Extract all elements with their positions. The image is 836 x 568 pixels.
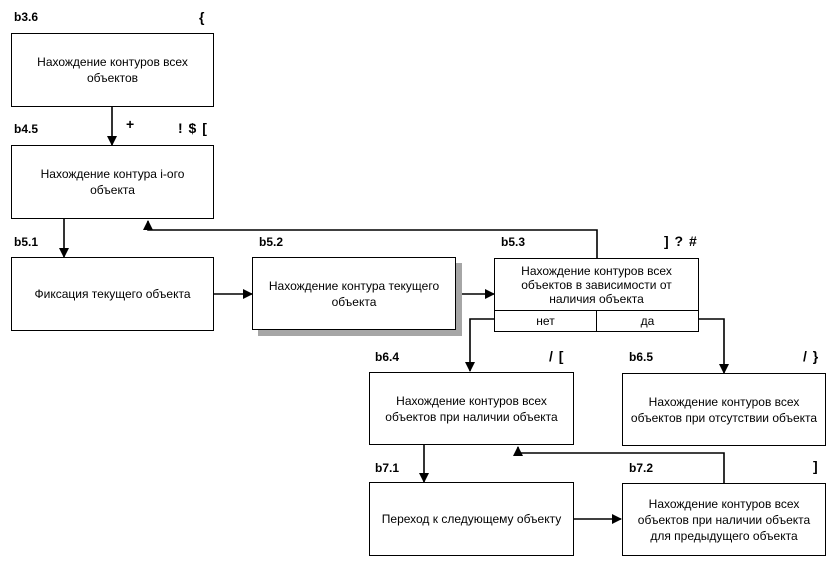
block-symbols-b45: ! $ [: [178, 120, 208, 136]
block-text-b71: Переход к следующему объекту: [381, 512, 562, 526]
decision-block-b53: Нахождение контуров всех объектов в зави…: [494, 258, 699, 332]
block-text-b72: Нахождение контуров всех объектов при на…: [637, 496, 811, 543]
block-b71: Переход к следующему объекту: [369, 482, 574, 556]
block-b36: Нахождение контуров всех объектов: [11, 33, 214, 107]
block-symbols-b36: {: [199, 9, 206, 25]
branch-no: нет: [495, 310, 597, 331]
block-text-b52: Нахождение контура текущего объекта: [268, 278, 440, 309]
block-symbols-b64: / [: [549, 348, 565, 364]
block-text-b45: Нахождение контура i-ого объекта: [40, 167, 185, 197]
block-text-b51: Фиксация текущего объекта: [34, 287, 191, 301]
block-symbols-b72: ]: [813, 458, 819, 474]
block-b51: Фиксация текущего объекта: [11, 257, 214, 331]
block-b65: Нахождение контуров всех объектов при от…: [622, 373, 826, 446]
block-id-b51: b5.1: [14, 235, 39, 249]
decision-condition-b53: Нахождение контуров всех объектов в зави…: [495, 259, 698, 311]
block-text-b64: Нахождение контуров всех объектов при на…: [385, 393, 558, 424]
block-b72: Нахождение контуров всех объектов при на…: [622, 483, 826, 556]
block-b45: Нахождение контура i-ого объекта: [11, 145, 214, 219]
connector-b72-loop-b64: [513, 446, 725, 483]
block-id-b53: b5.3: [501, 235, 526, 249]
connector-yes-b65: [699, 318, 729, 374]
connector-no-b64: [465, 318, 494, 372]
block-id-b64: b6.4: [375, 350, 400, 364]
block-id-b45: b4.5: [14, 122, 39, 136]
block-b52: Нахождение контура текущего объекта: [252, 257, 456, 330]
block-b64: Нахождение контуров всех объектов при на…: [369, 372, 574, 445]
branch-yes: да: [640, 313, 655, 328]
block-id-b52: b5.2: [259, 235, 284, 249]
block-id-b72: b7.2: [629, 461, 654, 475]
connector-b53-loop-b45: [143, 220, 598, 258]
block-symbols-b53: ] ? #: [664, 233, 698, 249]
block-id-b71: b7.1: [375, 461, 400, 475]
block-symbols-b65: / }: [803, 348, 820, 364]
edge-label-plus: +: [126, 116, 136, 132]
block-id-b36: b3.6: [14, 10, 39, 24]
block-text-b36: Нахождение контуров всех объектов: [37, 55, 188, 85]
block-text-b65: Нахождение контуров всех объектов при от…: [630, 394, 818, 425]
block-id-b65: b6.5: [629, 350, 654, 364]
